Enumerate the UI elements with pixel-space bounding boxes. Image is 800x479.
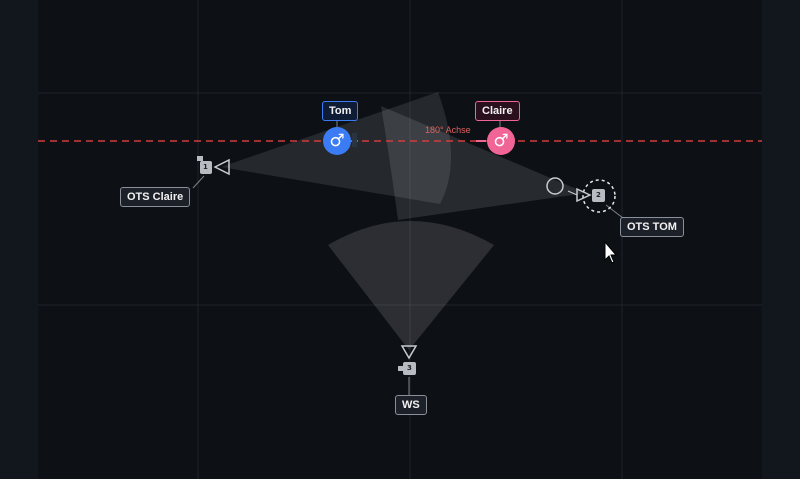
male-icon: ♂ xyxy=(493,131,509,151)
camera-1[interactable] xyxy=(197,156,230,176)
camera-2-target-handle[interactable] xyxy=(546,177,564,195)
camera-1-number: 1 xyxy=(203,163,208,171)
camera-2-fov xyxy=(381,106,586,220)
male-icon: ♂ xyxy=(329,131,345,151)
camera-3-label[interactable]: WS xyxy=(395,395,427,415)
camera-2-number: 2 xyxy=(596,191,601,199)
tom-character[interactable]: ♂ xyxy=(323,127,351,155)
camera-2-label[interactable]: OTS TOM xyxy=(620,217,684,237)
camera-3-fov xyxy=(328,221,494,350)
mouse-cursor xyxy=(604,240,618,264)
grid xyxy=(38,0,762,479)
camera-3[interactable] xyxy=(398,345,418,375)
claire-label[interactable]: Claire xyxy=(475,101,520,121)
left-edge-panel xyxy=(0,0,38,479)
right-edge-panel xyxy=(762,0,800,479)
claire-character[interactable]: ♂ xyxy=(487,127,515,155)
camera-1-label[interactable]: OTS Claire xyxy=(120,187,191,207)
tom-orientation-handle[interactable] xyxy=(352,133,357,147)
180-degree-axis-label: 180° Achse xyxy=(425,125,471,135)
camera-plan-canvas[interactable]: 1 2 3 Tom ♂ Claire ♂ 180° Achse OTS Clai… xyxy=(38,0,762,479)
camera-3-number: 3 xyxy=(407,364,412,372)
tom-label[interactable]: Tom xyxy=(322,101,359,121)
camera-2[interactable] xyxy=(567,179,616,213)
